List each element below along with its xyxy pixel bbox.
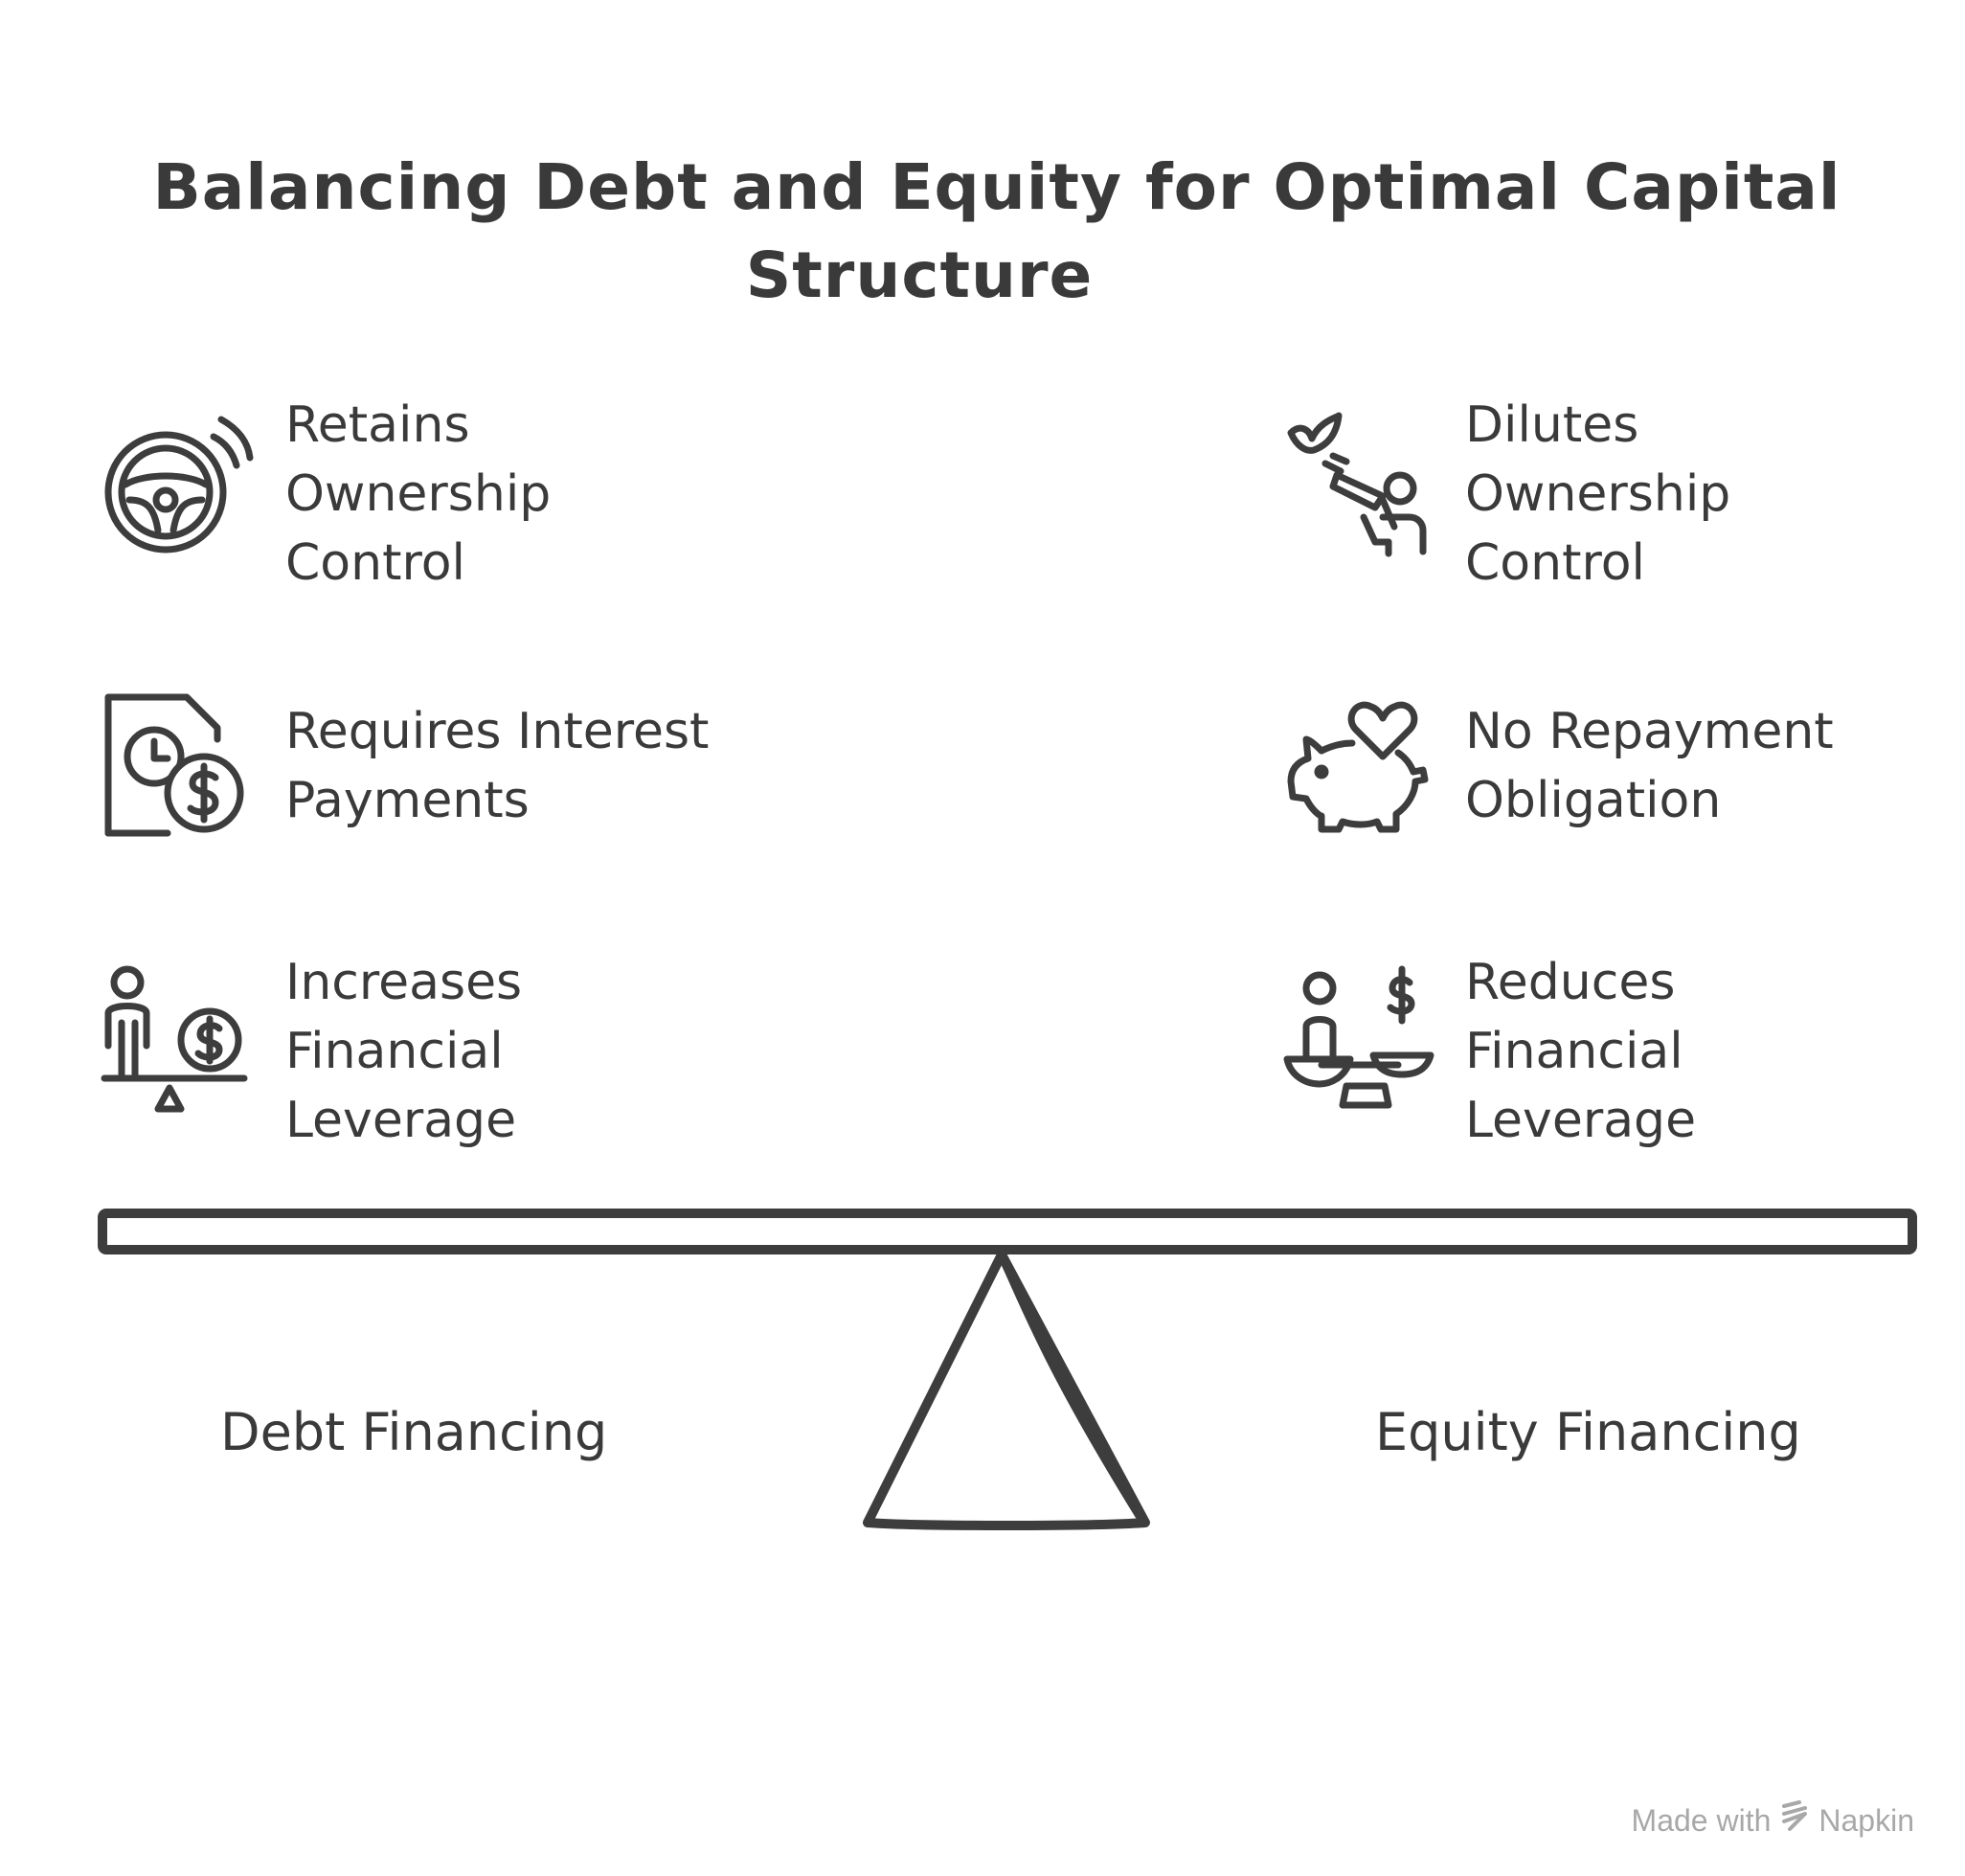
watermark-prefix: Made with: [1631, 1802, 1772, 1838]
right-item-1-text: Dilutes Ownership Control: [1465, 391, 1730, 598]
right-item-3-line-2: Financial: [1465, 1023, 1683, 1080]
steering-wheel-icon: [101, 412, 254, 565]
right-item-3-text: Reduces Financial Leverage: [1465, 948, 1696, 1155]
left-item-3-line-3: Leverage: [285, 1092, 517, 1149]
equity-financing-label: Equity Financing: [1375, 1402, 1801, 1462]
clock-dollar-document-icon: [101, 689, 254, 843]
right-item-2-line-2: Obligation: [1465, 772, 1722, 829]
person-dollar-balance-icon: [101, 965, 254, 1119]
piggy-bank-heart-icon: [1283, 689, 1436, 843]
diagram-title-line-2: Structure: [745, 238, 1094, 312]
left-item-1-line-2: Ownership: [285, 465, 552, 523]
right-item-2-text: No Repayment Obligation: [1465, 697, 1834, 835]
left-item-3-line-1: Increases: [285, 954, 523, 1011]
made-with-napkin-watermark: Made with Napkin: [1632, 1800, 1914, 1841]
person-scale-dollar-icon: [1283, 965, 1436, 1119]
left-item-2-line-2: Payments: [285, 772, 530, 829]
right-item-1-line-3: Control: [1465, 534, 1645, 592]
left-item-2-line-1: Requires Interest: [285, 703, 710, 760]
right-item-1-line-1: Dilutes: [1465, 396, 1639, 454]
right-item-2-line-1: No Repayment: [1465, 703, 1834, 760]
diagram-title-line-1: Balancing Debt and Equity for Optimal Ca…: [152, 150, 1841, 224]
left-item-1-text: Retains Ownership Control: [285, 391, 551, 598]
watermark-brand: Napkin: [1818, 1802, 1914, 1838]
seesaw-fulcrum: [863, 1250, 1150, 1530]
napkin-logo-icon: [1780, 1800, 1809, 1841]
right-item-3-line-1: Reduces: [1465, 954, 1676, 1011]
seesaw-fulcrum-edge: [997, 1250, 1144, 1520]
left-item-2-text: Requires Interest Payments: [285, 697, 709, 835]
seesaw-plank: [98, 1209, 1917, 1254]
person-watering-plant-icon: [1283, 412, 1436, 565]
left-item-1-line-3: Control: [285, 534, 465, 592]
left-item-1-line-1: Retains: [285, 396, 470, 454]
left-item-3-line-2: Financial: [285, 1023, 504, 1080]
right-item-3-line-3: Leverage: [1465, 1092, 1697, 1149]
right-item-1-line-2: Ownership: [1465, 465, 1731, 523]
debt-financing-label: Debt Financing: [220, 1402, 608, 1462]
left-item-3-text: Increases Financial Leverage: [285, 948, 522, 1155]
